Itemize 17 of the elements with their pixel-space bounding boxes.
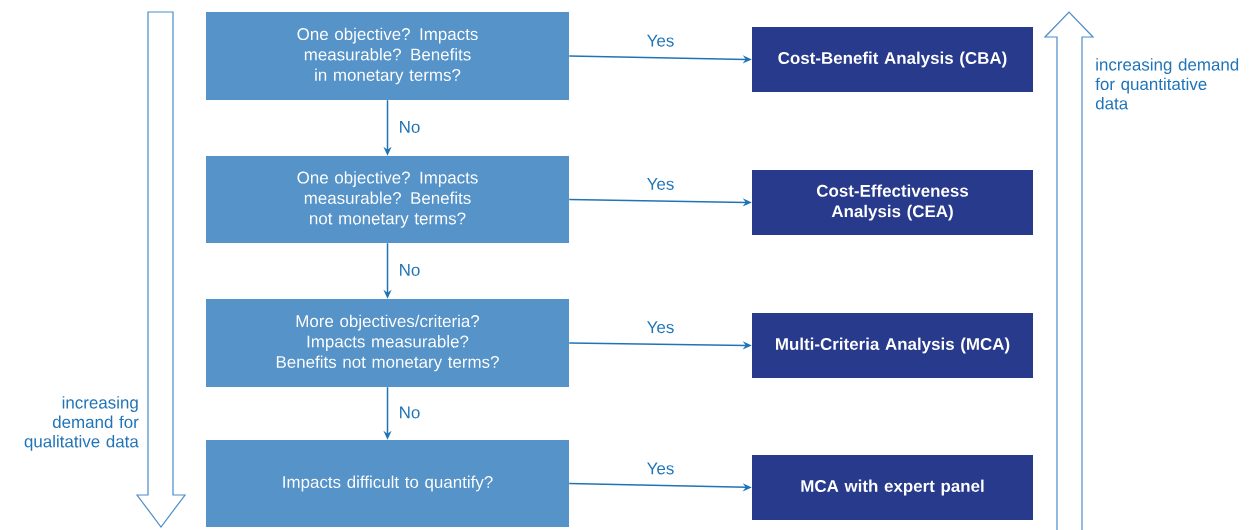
edge-label: Yes bbox=[647, 462, 674, 475]
axis-note: increasing demand for quantitative data bbox=[1095, 58, 1239, 110]
edge-label: No bbox=[400, 406, 420, 419]
question-box: More objectives/criteria? Impacts measurable? Benefits not monetary terms? bbox=[206, 299, 569, 387]
question-box: One objective? Impacts measurable? Benefits not monetary terms? bbox=[206, 156, 569, 243]
edge-label: Yes bbox=[647, 34, 674, 47]
method-box: Multi-Criteria Analysis (MCA) bbox=[752, 313, 1033, 378]
method-box: MCA with expert panel bbox=[752, 455, 1033, 520]
question-box: Impacts difficult to quantify? bbox=[206, 440, 569, 527]
method-box: Cost-Benefit Analysis (CBA) bbox=[752, 27, 1033, 92]
question-box: One objective? Impacts measurable? Benefits in monetary terms? bbox=[206, 12, 569, 100]
method-box: Cost-Effectiveness Analysis (CEA) bbox=[752, 170, 1033, 235]
edge-label: Yes bbox=[647, 178, 674, 190]
edge-label: No bbox=[400, 121, 420, 133]
edge-label: Yes bbox=[647, 321, 674, 334]
edge-label: No bbox=[400, 264, 420, 276]
axis-note: increasing demand for qualitative data bbox=[24, 396, 139, 451]
